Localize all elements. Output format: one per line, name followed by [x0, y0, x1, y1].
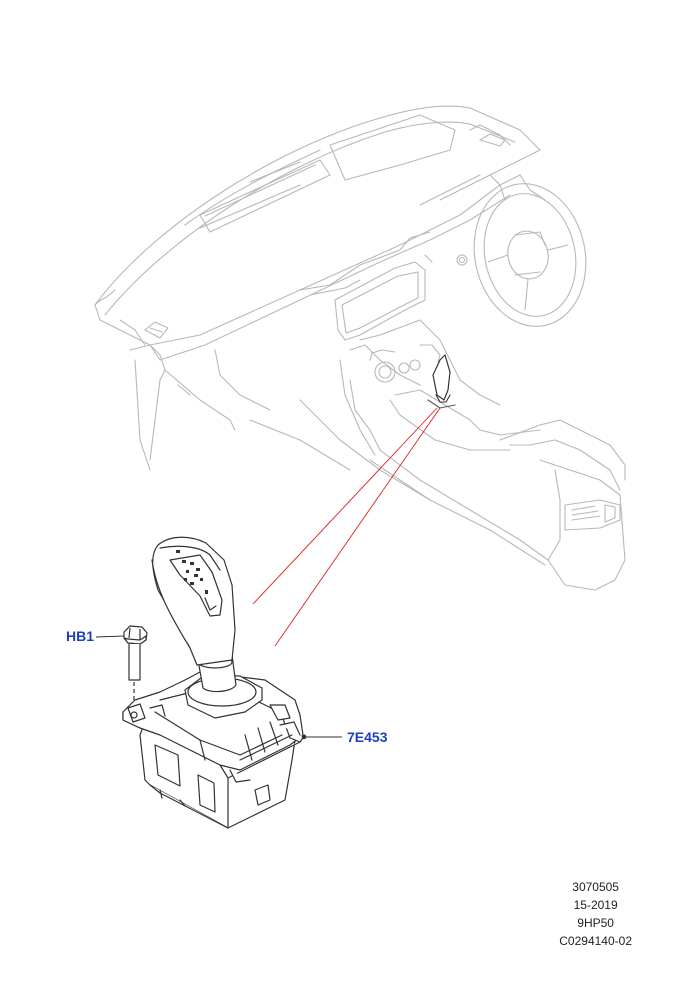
part-number: 3070505: [572, 880, 619, 894]
callout-leaders: [95, 635, 342, 740]
selector-callout-label[interactable]: 7E453: [347, 729, 388, 745]
gear-selector-illustration: [122, 536, 306, 829]
hb1-leader: [95, 635, 125, 638]
leader-line-left: [252, 407, 438, 605]
leader-line-right: [274, 407, 441, 647]
illustration-code: C0294140-02: [559, 934, 632, 948]
leader-lines: [252, 407, 441, 647]
transmission-code: 9HP50: [577, 916, 614, 930]
bolt-callout-label[interactable]: HB1: [66, 628, 95, 644]
date-code: 15-2019: [573, 898, 618, 912]
shift-indicator: [176, 550, 208, 594]
dashboard-illustration: [94, 105, 626, 591]
reference-block: 3070505 15-2019 9HP50 C0294140-02: [559, 878, 632, 950]
